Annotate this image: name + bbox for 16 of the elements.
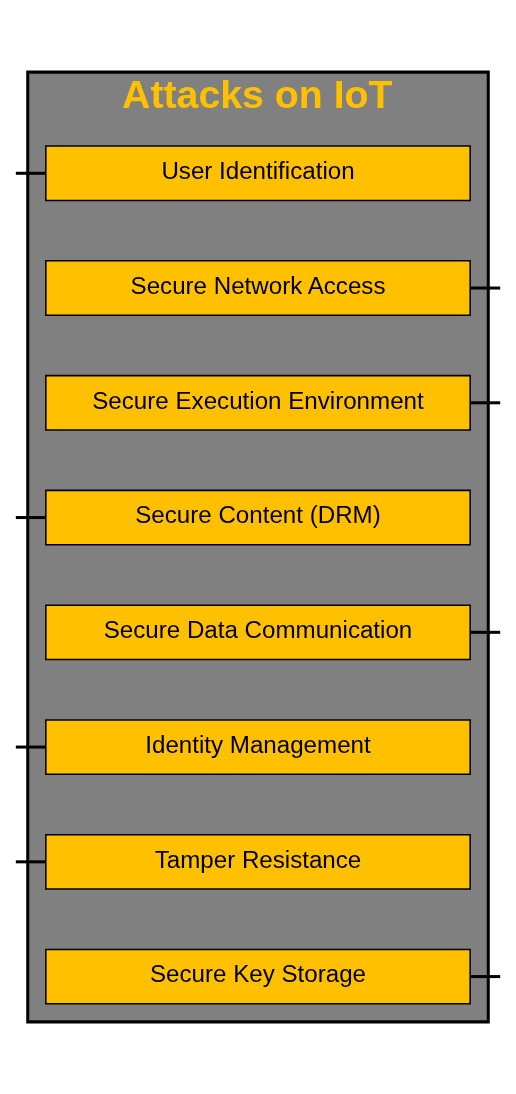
connector — [15, 745, 46, 749]
connector — [470, 286, 501, 290]
node-box: Secure Key Storage — [45, 948, 471, 1005]
connector — [15, 860, 46, 864]
node-box: User Identification — [45, 145, 471, 202]
node-box: Secure Data Communication — [45, 604, 471, 661]
node-box: Secure Execution Environment — [45, 374, 471, 431]
connector — [15, 516, 46, 520]
connector — [470, 975, 501, 979]
connector — [15, 171, 46, 175]
node-box: Tamper Resistance — [45, 833, 471, 890]
connector — [470, 630, 501, 634]
node-box: Secure Network Access — [45, 260, 471, 316]
node-box: Secure Content (DRM) — [45, 489, 471, 546]
connector — [470, 401, 501, 405]
node-box: Identity Management — [45, 719, 471, 775]
